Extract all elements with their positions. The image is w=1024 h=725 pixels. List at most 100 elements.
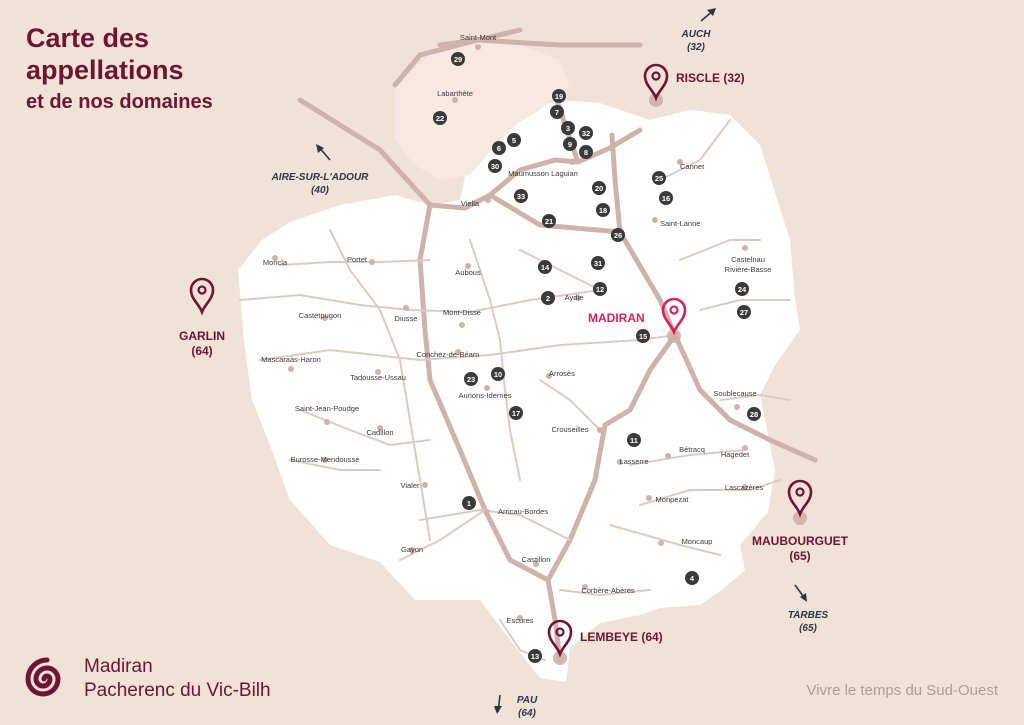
- domain-marker-26[interactable]: 26: [611, 228, 625, 242]
- town-label-monpezat: Monpezat: [656, 495, 690, 504]
- town-label-lasserre: Lasserre: [619, 457, 648, 466]
- svg-text:27: 27: [740, 308, 748, 317]
- town-dot: [322, 315, 328, 321]
- svg-text:21: 21: [545, 217, 553, 226]
- town-dot: [742, 445, 748, 451]
- location-pin-icon: [547, 619, 573, 658]
- domain-marker-5[interactable]: 5: [507, 133, 521, 147]
- domain-marker-27[interactable]: 27: [737, 305, 751, 319]
- svg-text:PAU: PAU: [517, 695, 538, 706]
- location-pin-icon: [661, 297, 687, 336]
- domain-marker-31[interactable]: 31: [591, 256, 605, 270]
- domain-marker-7[interactable]: 7: [550, 105, 564, 119]
- town-dot: [459, 322, 465, 328]
- title-line-3: et de nos domaines: [26, 91, 213, 113]
- svg-text:1: 1: [467, 499, 471, 508]
- town-dot: [422, 482, 428, 488]
- svg-text:15: 15: [639, 332, 647, 341]
- svg-text:17: 17: [512, 409, 520, 418]
- svg-text:(64): (64): [518, 708, 536, 719]
- town-label-aubous: Aubous: [455, 268, 481, 277]
- town-label-saint-mont: Saint-Mont: [460, 33, 497, 42]
- town-dot: [652, 217, 658, 223]
- svg-text:28: 28: [750, 410, 758, 419]
- town-label-cadillon: Cadillon: [366, 428, 393, 437]
- domain-marker-32[interactable]: 32: [579, 126, 593, 140]
- svg-text:24: 24: [738, 285, 747, 294]
- svg-text:31: 31: [594, 259, 602, 268]
- domain-marker-15[interactable]: 15: [636, 329, 650, 343]
- direction-tarbes: TARBES(65): [788, 610, 829, 634]
- town-dot: [485, 197, 491, 203]
- town-label-mascaraas: Mascaraàs-Haron: [261, 355, 321, 364]
- town-dot: [646, 495, 652, 501]
- town-label-viella: Viella: [461, 199, 480, 208]
- svg-text:25: 25: [655, 174, 663, 183]
- town-dot: [582, 584, 588, 590]
- svg-text:29: 29: [454, 55, 462, 64]
- title-line-2: appellations: [26, 55, 184, 85]
- domain-marker-25[interactable]: 25: [652, 171, 666, 185]
- town-label-burosse: Burosse-Mendousse: [291, 455, 360, 464]
- svg-text:32: 32: [582, 129, 590, 138]
- svg-text:5: 5: [512, 136, 516, 145]
- domain-marker-20[interactable]: 20: [592, 181, 606, 195]
- town-dot: [742, 484, 748, 490]
- domain-marker-21[interactable]: 21: [542, 214, 556, 228]
- domain-marker-28[interactable]: 28: [747, 407, 761, 421]
- domain-marker-19[interactable]: 19: [552, 89, 566, 103]
- domain-marker-22[interactable]: 22: [433, 111, 447, 125]
- domain-marker-29[interactable]: 29: [451, 52, 465, 66]
- direction-aire: AIRE-SUR-L'ADOUR(40): [271, 172, 370, 196]
- pau-arrowhead-icon: [494, 706, 502, 714]
- town-label-labarthete: Labarthète: [437, 89, 473, 98]
- svg-text:10: 10: [494, 370, 502, 379]
- domain-marker-14[interactable]: 14: [538, 260, 552, 274]
- town-label-portet: Portet: [347, 255, 368, 264]
- town-dot: [617, 459, 623, 465]
- town-dot: [575, 295, 581, 301]
- domain-marker-6[interactable]: 6: [492, 141, 506, 155]
- town-label-saint-jean: Saint-Jean-Poudge: [295, 404, 359, 413]
- domain-marker-23[interactable]: 23: [464, 372, 478, 386]
- town-dot: [665, 453, 671, 459]
- town-label-cannet: Cannet: [680, 162, 705, 171]
- svg-text:33: 33: [517, 192, 525, 201]
- domain-marker-17[interactable]: 17: [509, 406, 523, 420]
- town-label-maumusson: Maumusson Laguian: [508, 169, 578, 178]
- location-pin-icon: [643, 63, 669, 102]
- domain-marker-33[interactable]: 33: [514, 189, 528, 203]
- town-dot: [546, 373, 552, 379]
- domain-marker-2[interactable]: 2: [541, 291, 555, 305]
- domain-marker-16[interactable]: 16: [659, 191, 673, 205]
- domain-marker-12[interactable]: 12: [593, 282, 607, 296]
- town-label-moncla: Moncla: [263, 258, 288, 267]
- domain-marker-13[interactable]: 13: [528, 649, 542, 663]
- domain-marker-11[interactable]: 11: [627, 433, 641, 447]
- town-dot: [288, 366, 294, 372]
- map-title: Carte des appellations et de nos domaine…: [26, 22, 213, 116]
- domain-marker-24[interactable]: 24: [735, 282, 749, 296]
- location-pin-icon: [787, 479, 813, 518]
- major-town-sub: (64): [191, 344, 212, 358]
- appellation-logo: Madiran Pacherenc du Vic-Bilh: [24, 655, 271, 703]
- domain-marker-30[interactable]: 30: [488, 159, 502, 173]
- domain-marker-4[interactable]: 4: [685, 571, 699, 585]
- town-label-crouseilles: Crouseilles: [551, 425, 588, 434]
- domain-marker-1[interactable]: 1: [462, 496, 476, 510]
- town-label-diusse: Diusse: [395, 314, 418, 323]
- town-dot: [517, 615, 523, 621]
- domain-marker-18[interactable]: 18: [596, 203, 610, 217]
- domain-marker-9[interactable]: 9: [563, 137, 577, 151]
- town-dot: [742, 245, 748, 251]
- town-label-vialer: Vialer: [400, 481, 420, 490]
- domain-marker-10[interactable]: 10: [491, 367, 505, 381]
- svg-text:4: 4: [690, 574, 695, 583]
- svg-text:TARBES: TARBES: [788, 610, 829, 621]
- domain-marker-8[interactable]: 8: [579, 145, 593, 159]
- domain-marker-3[interactable]: 3: [561, 121, 575, 135]
- town-label-moncaup: Moncaup: [682, 537, 713, 546]
